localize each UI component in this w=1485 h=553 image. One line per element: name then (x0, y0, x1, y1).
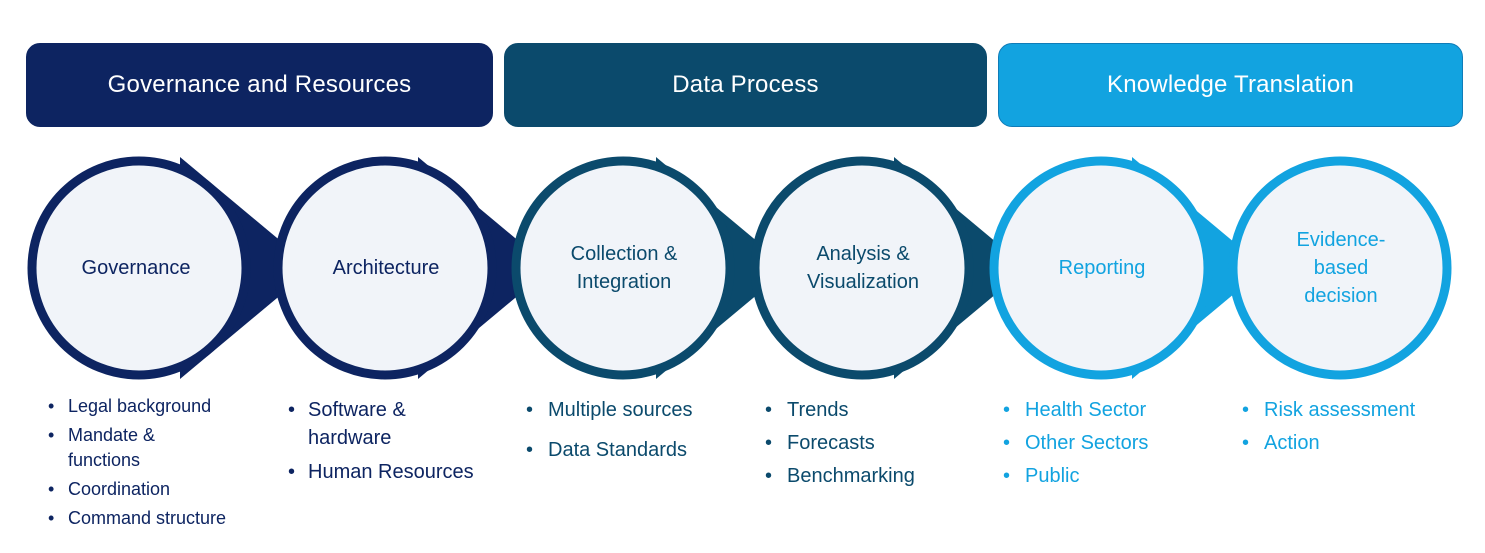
list-item: Command structure (48, 506, 226, 531)
circle-reporting (989, 156, 1213, 380)
list-item: Data Standards (526, 436, 693, 464)
list-item: Health Sector (1003, 396, 1148, 424)
bullet-list-architecture: Software & hardware Human Resources (288, 396, 474, 486)
header-title: Governance and Resources (107, 71, 412, 98)
bullet-list-evidence-based-decision: Risk assessment Action (1242, 396, 1415, 457)
stage-label-reporting: Reporting (1058, 257, 1146, 279)
header-data-process: Data Process (504, 43, 987, 127)
header-title: Data Process (672, 71, 819, 98)
list-item: Human Resources (288, 458, 474, 486)
circle-collection-integration (511, 156, 735, 380)
bullet-list-reporting: Health Sector Other Sectors Public (1003, 396, 1148, 490)
list-item: Other Sectors (1003, 429, 1148, 457)
header-knowledge-translation: Knowledge Translation (998, 43, 1463, 127)
list-item: Multiple sources (526, 396, 693, 424)
header-governance-and-resources: Governance and Resources (26, 43, 493, 127)
stage-label-analysis-visualization: Analysis & Visualization (807, 243, 919, 293)
list-item: Legal background (48, 394, 226, 419)
list-item: Action (1242, 429, 1415, 457)
stage-circles (27, 156, 1452, 380)
list-item: Benchmarking (765, 462, 915, 490)
list-item: Forecasts (765, 429, 915, 457)
bullet-list-collection-integration: Multiple sources Data Standards (526, 396, 693, 464)
list-item: Coordination (48, 477, 226, 502)
stage-label-architecture: Architecture (332, 257, 440, 279)
bullet-list-governance: Legal background Mandate & functions Coo… (48, 394, 226, 531)
stage-label-governance: Governance (81, 257, 191, 279)
list-item: Public (1003, 462, 1148, 490)
list-item: Trends (765, 396, 915, 424)
circle-analysis-visualization (750, 156, 974, 380)
list-item: Risk assessment (1242, 396, 1415, 424)
list-item: Mandate & functions (48, 423, 226, 473)
stage-label-collection-integration: Collection & Integration (570, 243, 678, 293)
bullet-list-analysis-visualization: Trends Forecasts Benchmarking (765, 396, 915, 490)
stage-label-evidence-based-decision: Evidence- based decision (1296, 229, 1386, 307)
circle-evidence-based-decision (1228, 156, 1452, 380)
list-item: Software & hardware (288, 396, 474, 452)
circle-governance (27, 156, 251, 380)
circle-architecture (273, 156, 497, 380)
header-title: Knowledge Translation (1106, 71, 1355, 98)
